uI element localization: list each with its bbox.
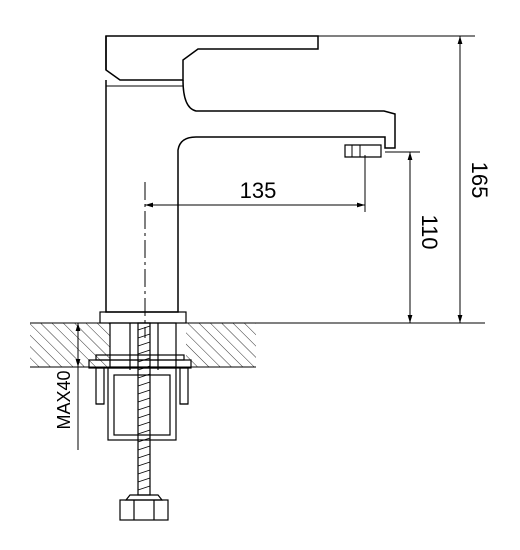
countertop-section [30, 322, 485, 368]
label-max-thickness: MAX40 [54, 370, 74, 429]
label-spout-reach: 135 [240, 178, 277, 203]
label-outlet-height: 110 [417, 214, 442, 249]
dimension-total-height [318, 35, 475, 323]
dimension-outlet-height [385, 151, 420, 323]
mounting-hardware [88, 322, 192, 521]
faucet-body [99, 35, 396, 324]
label-total-height: 165 [467, 162, 492, 199]
dimension-spout-reach [145, 155, 366, 212]
